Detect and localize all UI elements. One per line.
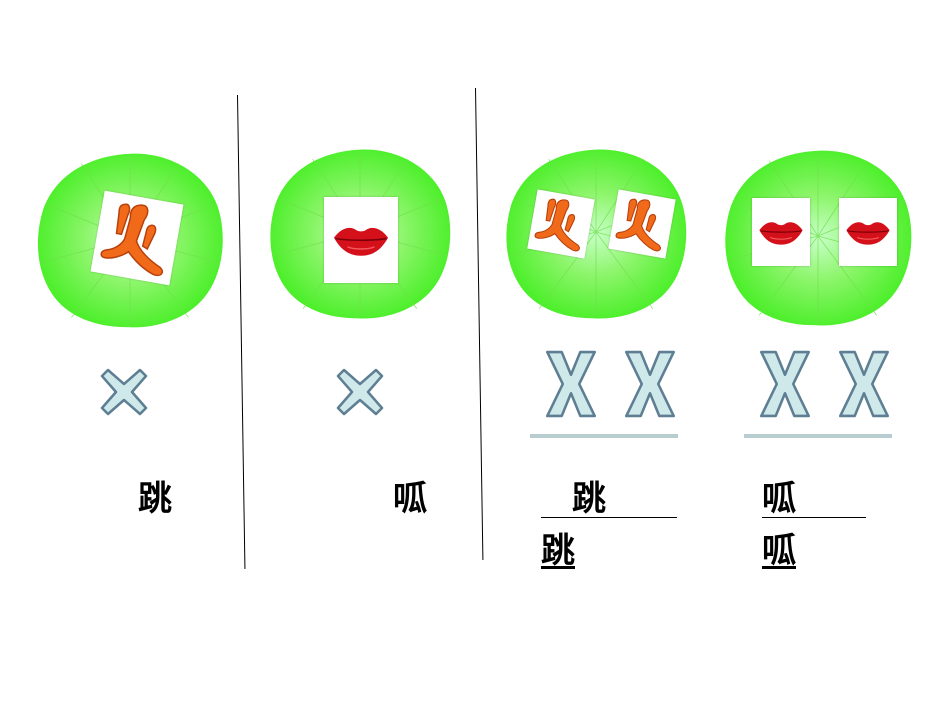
answer-line-2 xyxy=(744,434,892,438)
lips-icon xyxy=(757,216,805,248)
word-tiao-2: 跳 xyxy=(541,531,575,571)
big-x-mark-3 xyxy=(759,350,811,418)
word-gua: 呱 xyxy=(393,479,427,519)
big-x-mark-2 xyxy=(624,350,676,418)
x-mark-2 xyxy=(330,362,390,422)
word-gua-2: 呱 xyxy=(762,531,796,571)
blank-2 xyxy=(762,517,866,518)
frog-foot-icon xyxy=(528,189,595,256)
big-x-mark-1 xyxy=(545,350,597,418)
divider-2 xyxy=(475,87,484,560)
answer-line-1 xyxy=(530,434,678,438)
lips-card-1 xyxy=(324,197,398,283)
divider-1 xyxy=(237,94,246,569)
frog-foot-icon xyxy=(609,189,676,256)
lips-icon xyxy=(331,220,391,260)
frog-foot-card-2 xyxy=(527,189,595,259)
blank-1 xyxy=(541,517,677,518)
lips-card-2 xyxy=(752,198,810,266)
frog-foot-icon xyxy=(91,191,184,284)
frog-foot-card-1 xyxy=(90,190,184,286)
word-tiao-1: 跳 xyxy=(572,479,606,519)
big-x-mark-4 xyxy=(838,350,890,418)
frog-foot-card-3 xyxy=(608,189,676,259)
x-mark-1 xyxy=(94,362,154,422)
word-tiao: 跳 xyxy=(138,479,172,519)
lips-card-3 xyxy=(839,198,897,266)
word-gua-1: 呱 xyxy=(762,479,796,519)
lips-icon xyxy=(844,216,892,248)
